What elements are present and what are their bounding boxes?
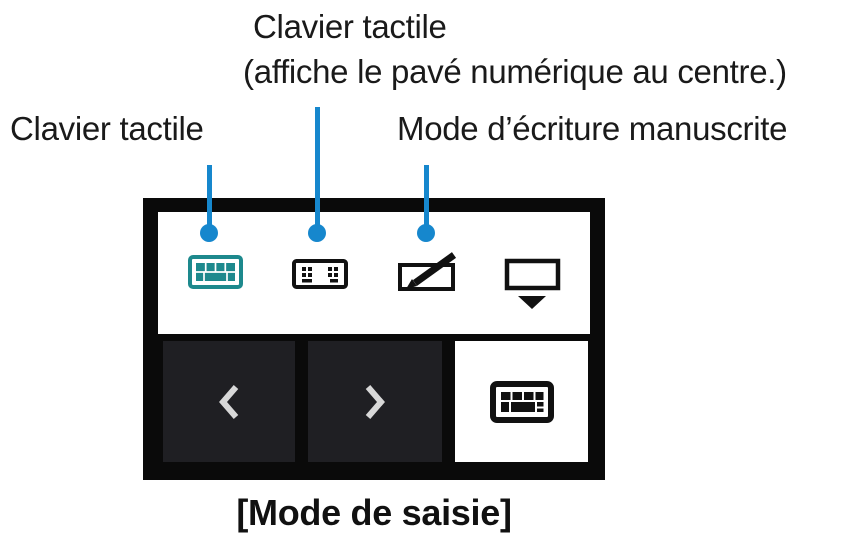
split-keyboard-button[interactable] — [292, 259, 348, 289]
handwriting-icon — [398, 250, 460, 292]
callout-label-top: Clavier tactile (affiche le pavé numériq… — [243, 4, 787, 94]
callout-dot-middle — [308, 224, 326, 242]
handwriting-button[interactable] — [398, 250, 460, 292]
callout-label-left: Clavier tactile — [10, 110, 204, 147]
input-mode-widget — [143, 198, 605, 480]
dock-keyboard-button[interactable] — [503, 258, 561, 312]
callout-label-right: Mode d’écriture manuscrite — [397, 110, 788, 147]
touch-keyboard-icon — [188, 255, 243, 289]
next-button[interactable] — [308, 341, 442, 462]
previous-button[interactable] — [163, 341, 295, 462]
caption-input-mode: [Mode de saisie] — [236, 492, 512, 533]
keyboard-icon — [489, 380, 554, 423]
keyboard-button[interactable] — [455, 341, 588, 462]
callout-line-left — [207, 165, 212, 237]
callout-line-right — [424, 165, 429, 237]
dock-keyboard-icon — [503, 258, 561, 312]
split-keyboard-icon — [292, 259, 348, 289]
input-mode-flyout — [158, 212, 590, 334]
touch-keyboard-button[interactable] — [188, 255, 243, 289]
callout-label-top-line1: Clavier tactile — [253, 8, 447, 45]
callout-dot-left — [200, 224, 218, 242]
chevron-left-icon — [217, 383, 241, 421]
callout-label-top-line2: (affiche le pavé numérique au centre.) — [243, 53, 787, 90]
chevron-right-icon — [363, 383, 387, 421]
callout-dot-right — [417, 224, 435, 242]
callout-line-middle — [315, 107, 320, 237]
